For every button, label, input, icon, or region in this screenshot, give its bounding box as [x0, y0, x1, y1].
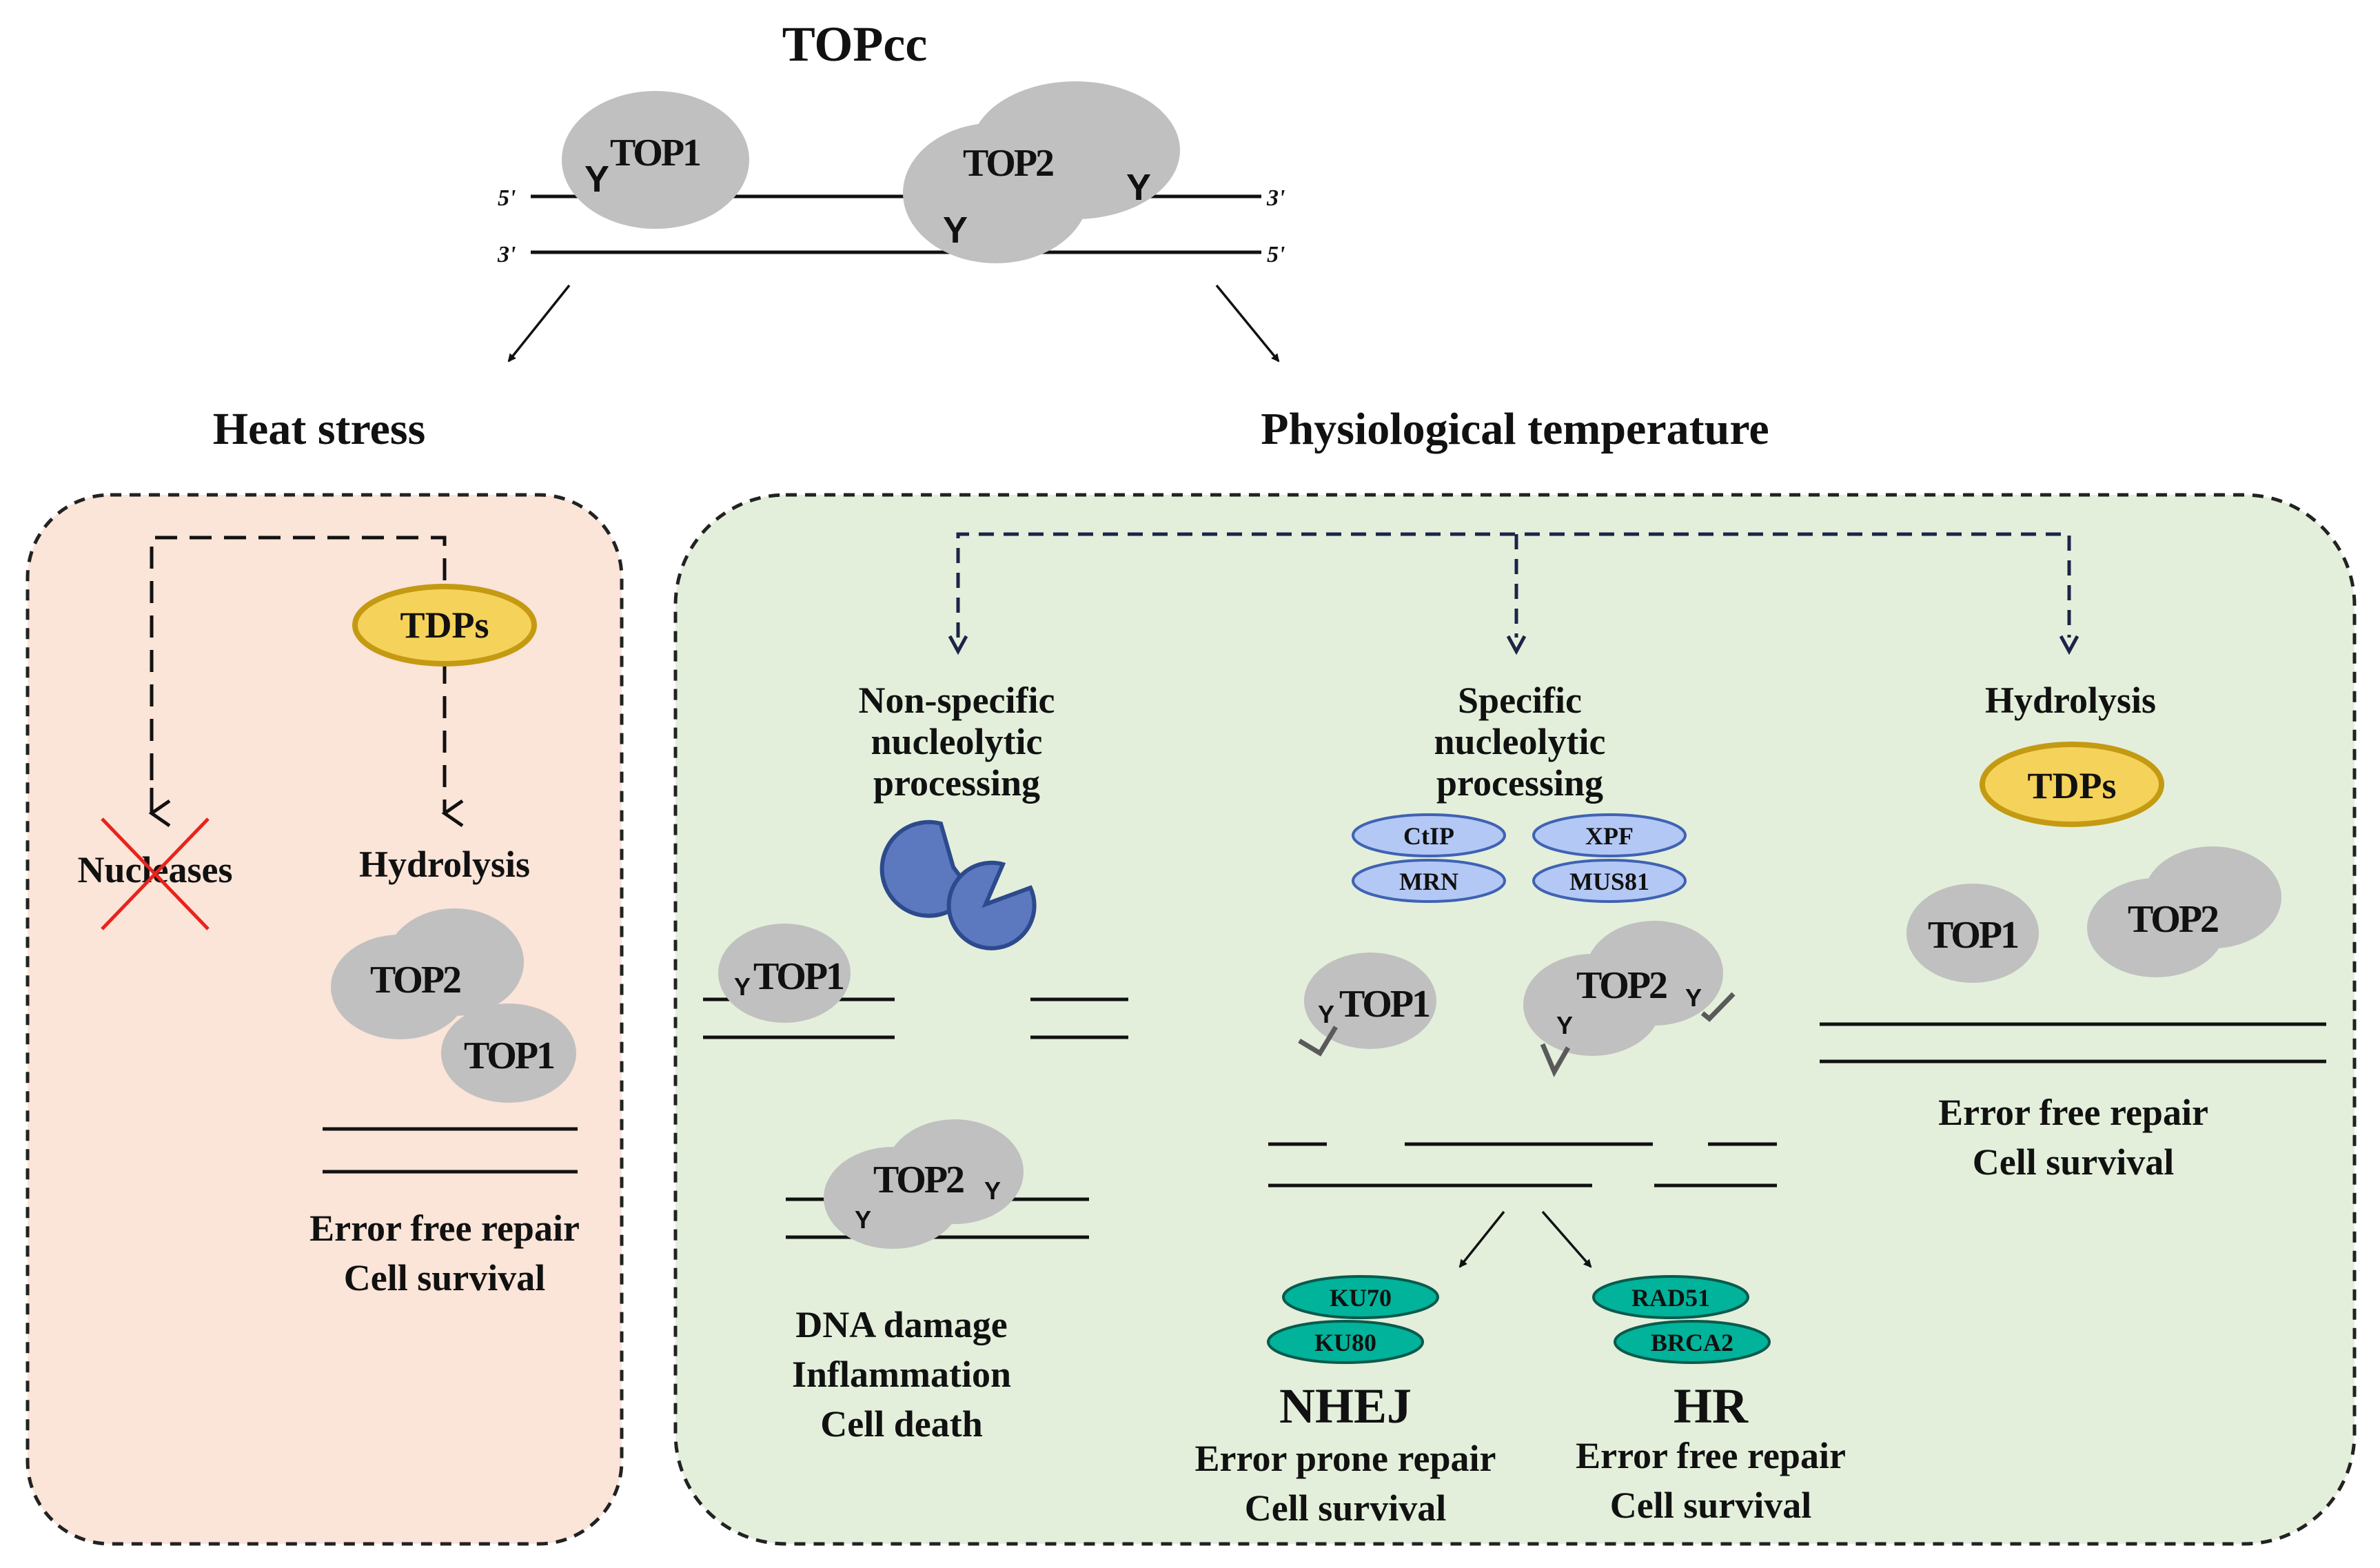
cross-out-icon [101, 817, 210, 930]
strand-end-3prime-right: 3' [1266, 185, 1285, 211]
top1-label: TOP1 [1339, 983, 1430, 1026]
heat-hydrolysis-label: Hydrolysis [359, 844, 530, 885]
top2-label: TOP2 [1576, 964, 1667, 1007]
nonspecific-line3: processing [873, 762, 1040, 804]
nonspecific-outcome-line2: Inflammation [792, 1354, 1011, 1395]
nucleases-label: Nucleases [78, 849, 233, 890]
tyrosine-symbol: Y [1556, 1011, 1573, 1039]
tdps-oval [352, 584, 537, 666]
tyrosine-symbol: Y [584, 159, 609, 200]
heat-outcome-line1: Error free repair [309, 1208, 580, 1249]
tyrosine-symbol: Y [1685, 984, 1702, 1012]
mrn-oval [1352, 859, 1506, 903]
dna-tail-icon [1540, 1043, 1571, 1077]
top1-complex [718, 924, 851, 1023]
top2-subunit-b [824, 1147, 962, 1249]
arrow-head [948, 635, 968, 655]
top1-label: TOP1 [464, 1035, 554, 1077]
physio-hydrolysis-outcome-line2: Cell survival [1973, 1141, 2175, 1183]
tyrosine-symbol: Y [984, 1177, 1001, 1205]
strand-end-5prime-left: 5' [498, 185, 516, 211]
hr-label: HR [1674, 1378, 1749, 1434]
mrn-label: MRN [1399, 868, 1458, 895]
top1-complex [441, 1004, 576, 1103]
top2-subunit-b [1523, 954, 1661, 1056]
rad51-label: RAD51 [1631, 1284, 1710, 1312]
tyrosine-symbol: Y [855, 1205, 871, 1234]
arrow-head [2059, 635, 2079, 655]
heat-stress-heading: Heat stress [213, 404, 426, 454]
mus81-label: MUS81 [1569, 868, 1649, 895]
nuclease-pacman-icon [946, 860, 1037, 950]
xpf-label: XPF [1585, 822, 1634, 850]
dna-tail-icon [1700, 992, 1736, 1022]
ctip-label: CtIP [1403, 822, 1454, 850]
heat-outcome-line2: Cell survival [344, 1257, 546, 1299]
top2-label: TOP2 [963, 142, 1053, 185]
tdps-oval [1980, 742, 2164, 827]
nonspecific-outcome-line3: Cell death [820, 1403, 983, 1445]
tdps-label: TDPs [400, 604, 489, 646]
tyrosine-symbol: Y [943, 210, 968, 251]
top1-complex [562, 91, 749, 229]
specific-line1: Specific [1458, 680, 1582, 721]
arrow-head [1506, 635, 1527, 655]
top1-complex [1906, 884, 2039, 983]
ku70-label: KU70 [1330, 1284, 1392, 1312]
hr-outcome-line2: Cell survival [1610, 1485, 1812, 1526]
top1-complex [1304, 953, 1436, 1049]
ctip-oval [1352, 813, 1506, 857]
rad51-oval [1592, 1275, 1749, 1319]
physio-hydrolysis-outcome-line1: Error free repair [1938, 1092, 2208, 1133]
arrow-to-nhej [1458, 1210, 1505, 1268]
top1-label: TOP1 [753, 955, 844, 998]
mus81-oval [1532, 859, 1687, 903]
nonspecific-line2: nucleolytic [871, 721, 1043, 762]
brca2-oval [1614, 1320, 1771, 1364]
top1-label: TOP1 [1928, 914, 2018, 957]
top2-label: TOP2 [370, 959, 460, 1001]
heat-stress-panel [26, 493, 624, 1546]
physiological-panel [673, 493, 2357, 1546]
nhej-outcome-line1: Error prone repair [1195, 1438, 1496, 1479]
heat-dashed-branch [150, 536, 447, 810]
nonspecific-outcome-line1: DNA damage [795, 1304, 1008, 1345]
diagram-title: TOPcc [782, 17, 928, 72]
specific-line3: processing [1436, 762, 1603, 804]
top2-subunit-b [2087, 878, 2225, 977]
tyrosine-symbol: Y [1126, 167, 1151, 208]
top2-label: TOP2 [2128, 898, 2218, 941]
ku80-oval [1267, 1320, 1424, 1364]
strand-end-3prime-left: 3' [497, 242, 516, 267]
physio-hydrolysis-label: Hydrolysis [1985, 680, 2156, 721]
nhej-label: NHEJ [1279, 1378, 1412, 1434]
top2-label: TOP2 [873, 1159, 964, 1201]
hr-outcome-line1: Error free repair [1576, 1435, 1846, 1476]
top2-subunit-b [331, 935, 469, 1039]
physio-dashed-branch [956, 532, 2071, 638]
arrow-to-heat-stress [507, 284, 571, 363]
xpf-oval [1532, 813, 1687, 857]
dna-tail-icon [1298, 1026, 1338, 1057]
physiological-heading: Physiological temperature [1261, 404, 1769, 454]
top2-subunit-b [903, 123, 1089, 263]
strand-end-5prime-right: 5' [1267, 242, 1285, 267]
arrow-to-hr [1541, 1210, 1592, 1268]
arrow-to-physiological [1215, 284, 1280, 363]
tyrosine-symbol: Y [1318, 1000, 1334, 1028]
nonspecific-line1: Non-specific [859, 680, 1055, 721]
ku70-oval [1282, 1275, 1439, 1319]
tdps-label: TDPs [2027, 765, 2116, 806]
tyrosine-symbol: Y [734, 973, 751, 1001]
top1-label: TOP1 [610, 132, 700, 174]
nhej-outcome-line2: Cell survival [1245, 1487, 1447, 1529]
specific-line2: nucleolytic [1434, 721, 1606, 762]
brca2-label: BRCA2 [1651, 1329, 1733, 1356]
ku80-label: KU80 [1314, 1329, 1376, 1356]
